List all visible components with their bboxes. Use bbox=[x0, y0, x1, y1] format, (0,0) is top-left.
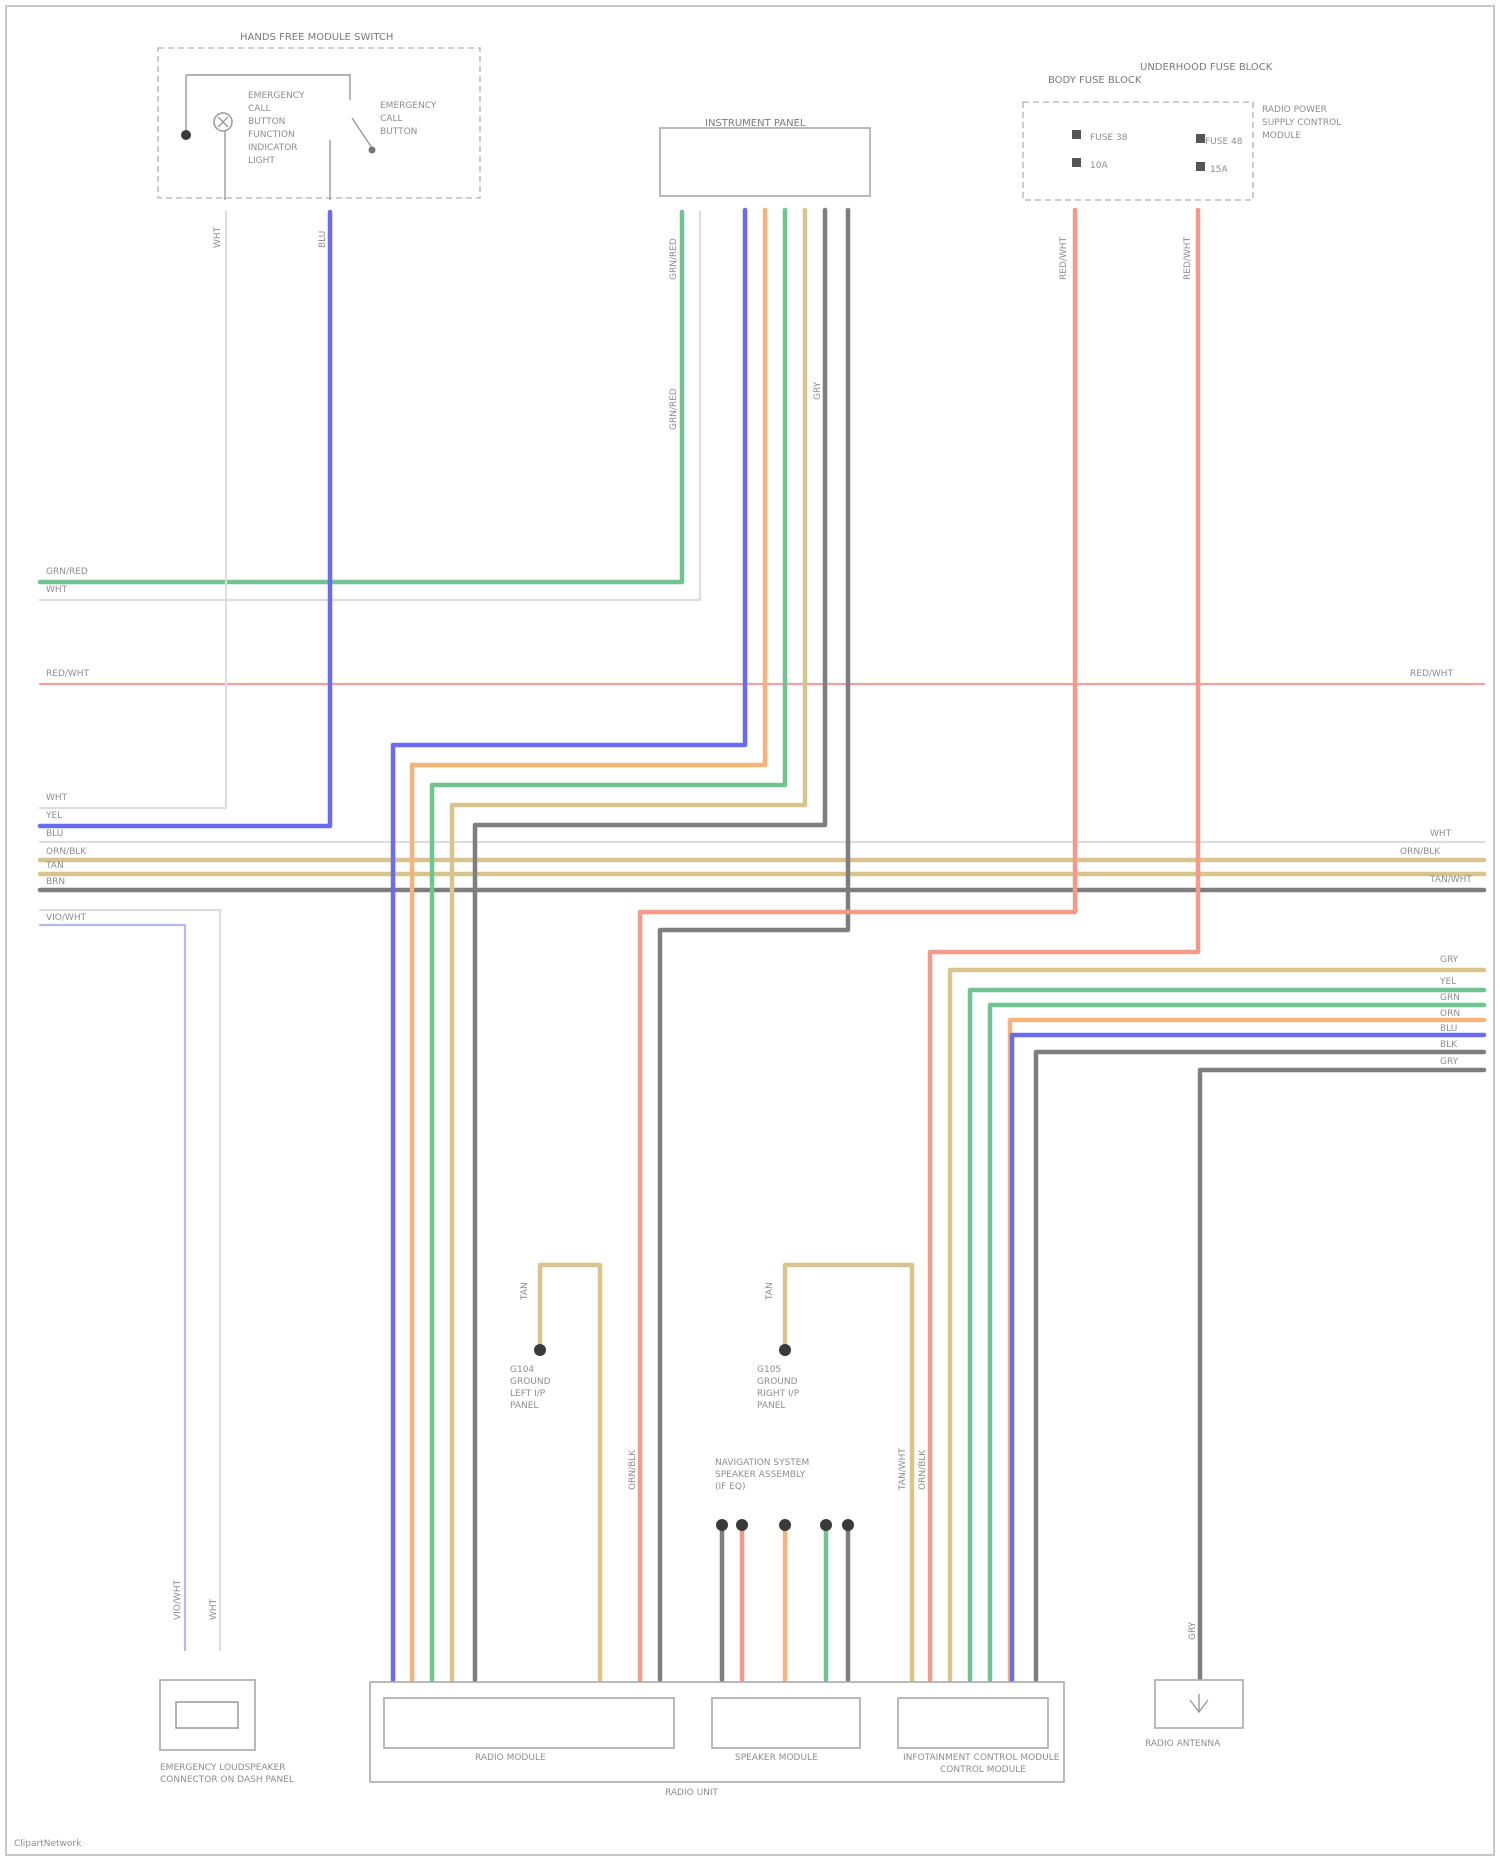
label-blu-a: BLU bbox=[318, 231, 328, 248]
instrument-panel-box bbox=[660, 128, 870, 196]
radio-unit-label: RADIO UNIT bbox=[665, 1788, 719, 1798]
lamp-cross bbox=[218, 117, 228, 127]
white-bus-wire bbox=[40, 212, 700, 600]
spk-dot-3 bbox=[779, 1519, 791, 1531]
ground-right-dot bbox=[779, 1344, 791, 1356]
label-bus-red-r: RED/WHT bbox=[1410, 669, 1454, 679]
label-bus-orn: ORN/BLK bbox=[46, 847, 87, 857]
label-bus-red: RED/WHT bbox=[46, 669, 90, 679]
ground-left-wire bbox=[540, 1265, 600, 1680]
fuse-1-amp: 10A bbox=[1090, 161, 1108, 171]
label-bus-brn: BRN bbox=[46, 877, 65, 887]
fuse-1-label: FUSE 38 bbox=[1090, 133, 1128, 143]
switch-pivot-dot bbox=[369, 147, 376, 154]
label-red-a: RED/WHT bbox=[1059, 236, 1069, 280]
left-white2-wire bbox=[40, 910, 220, 1650]
label-r6: BLK bbox=[1440, 1040, 1458, 1050]
green-bus-wire bbox=[40, 212, 682, 582]
label-bus-blu: BLU bbox=[46, 829, 63, 839]
switch-lever-icon bbox=[352, 118, 372, 148]
emergency-loudspeaker-label: EMERGENCY LOUDSPEAKER bbox=[160, 1763, 285, 1773]
left-white-wire bbox=[40, 212, 226, 808]
label-r4: ORN bbox=[1440, 1009, 1460, 1019]
label-gnrd: GRN/RED bbox=[669, 238, 679, 280]
label-red-b: RED/WHT bbox=[1183, 236, 1193, 280]
label-bus-lilac: VIO/WHT bbox=[46, 913, 87, 923]
infotainment-box bbox=[898, 1698, 1048, 1748]
label-bus-yel: YEL bbox=[45, 811, 62, 821]
fuse-2-label: FUSE 48 bbox=[1205, 137, 1243, 147]
label-gnrd-b: GRN/RED bbox=[669, 388, 679, 430]
label-bus-wht: WHT bbox=[46, 585, 68, 595]
label-tan-r: TAN/WHT bbox=[898, 1448, 908, 1491]
label-gry-a: GRY bbox=[813, 381, 823, 400]
radio-module-label: RADIO MODULE bbox=[475, 1753, 546, 1763]
label-tan-g1: TAN bbox=[520, 1282, 530, 1301]
label-orn-r: ORN/BLK bbox=[918, 1449, 928, 1490]
footer-credit: ClipartNetwork bbox=[14, 1839, 82, 1849]
instrument-panel-label: INSTRUMENT PANEL bbox=[705, 118, 806, 129]
label-wht-b: WHT bbox=[209, 1598, 219, 1620]
fuse-block-box bbox=[1023, 102, 1253, 200]
label-bus-tan: TAN bbox=[45, 861, 64, 871]
infotainment-label: INFOTAINMENT CONTROL MODULE bbox=[903, 1753, 1060, 1763]
r-tan-wire bbox=[950, 970, 1484, 1680]
spk-dot-2 bbox=[736, 1519, 748, 1531]
label-bus-gnrd: GRN/RED bbox=[46, 567, 88, 577]
spk-dot-1 bbox=[716, 1519, 728, 1531]
label-r1: GRY bbox=[1440, 955, 1459, 965]
label-orn: ORN/BLK bbox=[628, 1449, 638, 1490]
label-wht-a: WHT bbox=[213, 226, 223, 248]
r-gray-wire bbox=[1036, 1052, 1484, 1680]
fuse-2-icon bbox=[1196, 134, 1205, 143]
label-lilac: VIO/WHT bbox=[173, 1579, 183, 1620]
label-bus-tan-r: TAN/WHT bbox=[1429, 875, 1472, 885]
r-green2-wire bbox=[990, 1005, 1484, 1680]
hands-free-switch-box bbox=[158, 48, 480, 198]
r-green-wire bbox=[970, 990, 1484, 1680]
radio-antenna-label: RADIO ANTENNA bbox=[1145, 1739, 1221, 1749]
left-blue-wire bbox=[40, 212, 330, 826]
r-blue-wire bbox=[1012, 1035, 1484, 1680]
speaker-module-box bbox=[712, 1698, 860, 1748]
fuse-2-amp: 15A bbox=[1210, 165, 1228, 175]
label-r2: YEL bbox=[1439, 977, 1456, 987]
emergency-loudspeaker-box bbox=[160, 1680, 255, 1750]
fuse-2b-icon bbox=[1196, 162, 1205, 171]
label-r3: GRN bbox=[1440, 993, 1460, 1003]
fuse-1-icon bbox=[1072, 130, 1081, 139]
fuse-block-label: BODY FUSE BLOCK bbox=[1048, 75, 1142, 86]
ground-left-dot bbox=[534, 1344, 546, 1356]
speaker-module-label: SPEAKER MODULE bbox=[735, 1753, 818, 1763]
label-bus-wht-r: WHT bbox=[1430, 829, 1452, 839]
label-bus-wht2: WHT bbox=[46, 793, 68, 803]
label-r7: GRY bbox=[1440, 1057, 1459, 1067]
fuse-block-sub-label: UNDERHOOD FUSE BLOCK bbox=[1140, 62, 1273, 73]
ip-orange-wire bbox=[412, 210, 765, 1680]
ip-blue-wire bbox=[393, 210, 745, 1680]
spk-dot-4 bbox=[820, 1519, 832, 1531]
spk-dot-5 bbox=[842, 1519, 854, 1531]
r-orange-wire bbox=[1010, 1020, 1484, 1680]
label-gry-r: GRY bbox=[1188, 1621, 1198, 1640]
emergency-loudspeaker-sub: CONNECTOR ON DASH PANEL bbox=[160, 1775, 294, 1785]
switch-contact-dot bbox=[181, 130, 191, 140]
r-gray2-wire bbox=[1200, 1070, 1484, 1680]
label-bus-orn-r: ORN/BLK bbox=[1400, 847, 1441, 857]
infotainment-sub-label: CONTROL MODULE bbox=[940, 1765, 1026, 1775]
label-tan-g2: TAN bbox=[765, 1282, 775, 1301]
lilac-wire bbox=[40, 925, 185, 1650]
hands-free-switch-label: HANDS FREE MODULE SWITCH bbox=[240, 32, 393, 43]
fuse-1b-icon bbox=[1072, 158, 1081, 167]
label-r5: BLU bbox=[1440, 1024, 1457, 1034]
radio-module-box bbox=[384, 1698, 674, 1748]
